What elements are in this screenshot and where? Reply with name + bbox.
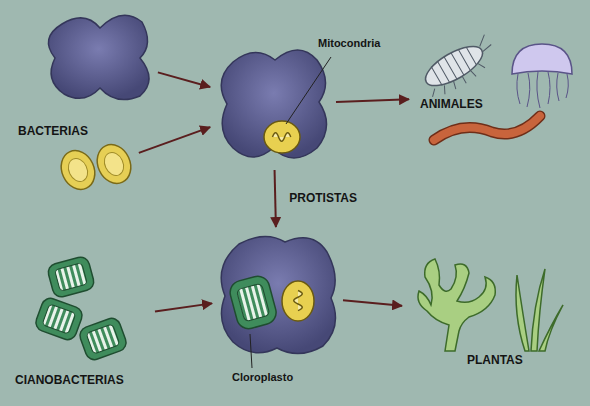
animals-group: ANIMALES [412,40,582,152]
node-label: PLANTAS [467,354,523,368]
arrow-connector [139,127,210,153]
node-label: ANIMALES [420,98,483,112]
arrow-connector [158,72,210,87]
heterotroph-cell: Mitocondria [213,42,333,167]
mitochondrion [280,280,316,322]
node-label: Cloroplasto [232,371,293,384]
arrow-connector [343,300,402,306]
host-bacterium: BACTERIAS [40,8,155,103]
node-label: Mitocondria [318,37,380,50]
mitochondrion-drawing [263,120,301,154]
mitochondrion-drawing [280,280,316,322]
animals-group-drawing [412,40,582,152]
mitochondrion: Mitocondria [263,120,301,154]
leader-line [250,334,252,368]
cyanobacteria-group-drawing [12,252,152,392]
aerobic-bacteria [58,142,136,194]
aerobic-bacteria-drawing [58,142,136,194]
edge-label: PROTISTAS [289,192,357,206]
chloroplast-drawing [230,275,276,330]
node-label: BACTERIAS [18,125,88,139]
leader-line [286,57,331,124]
host-bacterium-drawing [40,8,155,103]
arrow-connector [155,303,212,311]
plants-group: PLANTAS [405,255,570,373]
chloroplast: Cloroplasto [230,275,276,330]
photosynthetic-cell: Cloroplasto [215,230,340,358]
arrow-connector [336,99,409,102]
cyanobacteria-group: CIANOBACTERIAS [12,252,152,392]
node-label: CIANOBACTERIAS [15,374,124,388]
arrow-connector [275,170,276,227]
